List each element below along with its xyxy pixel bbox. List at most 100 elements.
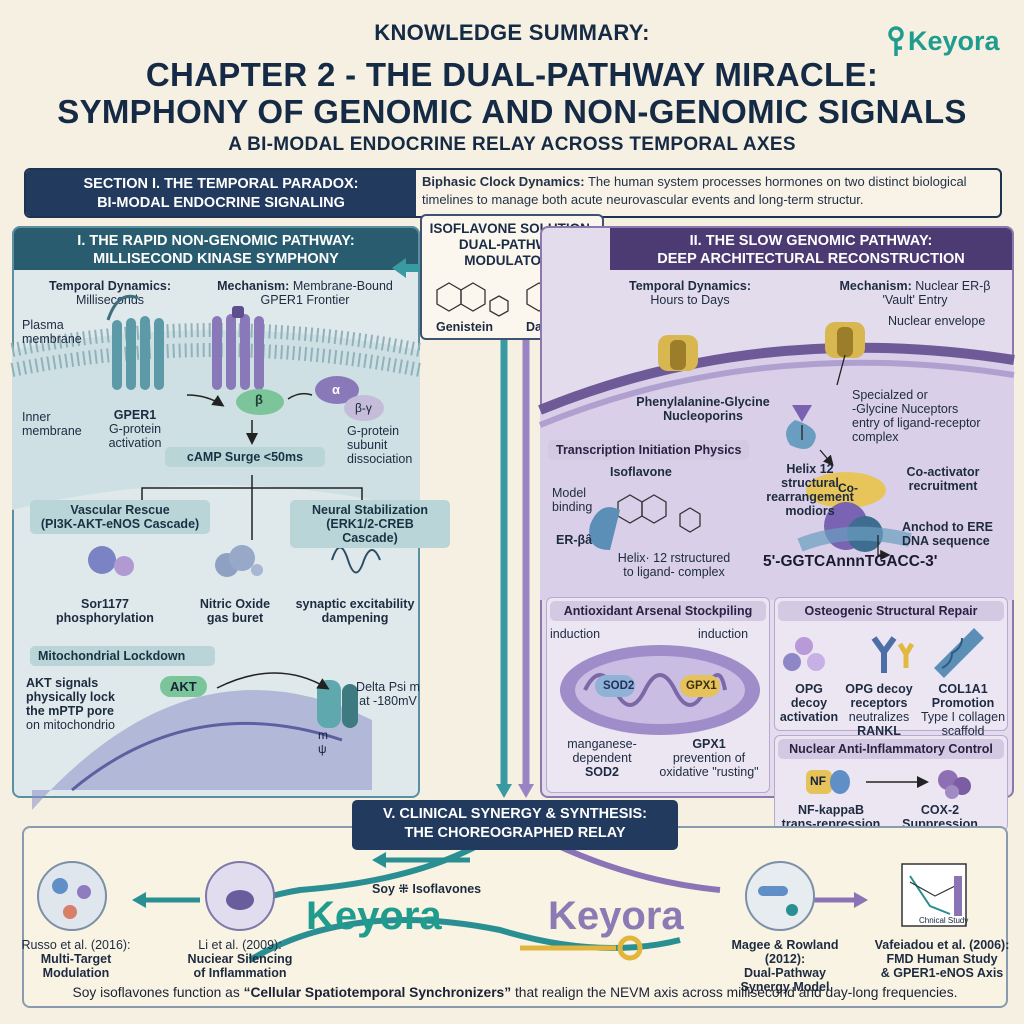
wave-icon [331, 546, 381, 574]
er-beta-label: ER-βâ [556, 533, 593, 547]
induction-label-1: induction [550, 627, 601, 641]
slow-temporal: Temporal Dynamics:Hours to Days [628, 279, 752, 307]
title-line-1: CHAPTER 2 - THE DUAL-PATHWAY MIRACLE: [145, 56, 879, 93]
multi-target-cell-icon [37, 861, 107, 931]
reference-icons [37, 861, 967, 931]
receptor-y-icon [871, 636, 915, 673]
logo-text: Keyora [908, 26, 1000, 56]
gear-icon [88, 546, 134, 576]
vascular-rescue-chip: Vascular Rescue(PI3K-AKT-eNOS Cascade) [30, 500, 210, 534]
title-line-2: SYMPHONY OF GENOMIC AND NON-GENOMIC SIGN… [57, 93, 967, 130]
section1-text-bold: Biphasic Clock Dynamics: [422, 174, 585, 189]
alpha-subunit-label: α [332, 382, 340, 397]
section-temporal-paradox: SECTION I. THE TEMPORAL PARADOX: BI-MODA… [24, 168, 1002, 218]
mito-lockdown-chip: Mitochondrial Lockdown [30, 646, 215, 666]
mitochondrion-icon [560, 645, 760, 735]
synergy-model-icon [745, 861, 815, 931]
clinical-synergy-title: V. CLINICAL SYNERGY & SYNTHESIS:THE CHOR… [352, 800, 678, 850]
ref-vafeiadou: Vafeiadou et al. (2006):FMD Human Study&… [874, 938, 1010, 980]
rapid-title-1: I. THE RAPID NON-GENOMIC PATHWAY: [77, 233, 355, 249]
anti-inflammatory-title: Nuclear Anti-Inflammatory Control [778, 739, 1004, 759]
keyora-logo: Keyora [884, 22, 1014, 62]
antioxidant-title: Antioxidant Arsenal Stockpiling [550, 601, 766, 621]
camp-surge-chip: cAMP Surge <50ms [165, 447, 325, 467]
sod2-chip: SOD2 [603, 680, 635, 692]
nucleus-silencing-icon [205, 861, 275, 931]
cox2-protein-icon [938, 770, 971, 799]
section1-text: Biphasic Clock Dynamics: The human syste… [422, 173, 997, 209]
keyora-logo-teal: Keyora [306, 894, 442, 938]
soy-isoflavones-label: Soy ⁜ Isoflavones [372, 882, 482, 896]
transcription-initiation-chip: Transcription Initiation Physics [548, 440, 750, 460]
psi-label: ψ [318, 742, 327, 756]
membrane-receptor-purple-icon [212, 306, 264, 390]
beta-gamma-label: β-γ [355, 401, 372, 415]
coactivator-chip: Co- [838, 481, 858, 495]
relay-flow-arrows [132, 827, 868, 963]
isoflavone-label: Isoflavone [610, 465, 672, 479]
opg-molecule-icon [783, 637, 825, 671]
slow-pathway-title: II. THE SLOW GENOMIC PATHWAY:DEEP ARCHIT… [610, 228, 1012, 270]
induction-label-2: induction [698, 627, 749, 641]
no-gas-cloud-icon [215, 545, 263, 577]
mptp-pore-icon [317, 680, 358, 728]
rapid-temporal-label: Temporal Dynamics: [48, 279, 172, 293]
section1-title-2: BI-MODAL ENDOCRINE SIGNALING [97, 195, 345, 211]
section1-text-body: The human system processes hormones on t… [422, 174, 967, 207]
rapid-mechanism-value-1: Membrane-Bound [292, 279, 393, 293]
osteogenic-icons [783, 628, 984, 678]
m-label: m [318, 728, 328, 742]
gper1-receptor-icon [106, 294, 164, 390]
nuclear-envelope-label: Nuclear envelope [888, 314, 986, 328]
akt-chip: AKT [160, 676, 207, 697]
keyora-logo-purple: Keyora [548, 894, 684, 938]
rapid-pathway-title: I. THE RAPID NON-GENOMIC PATHWAY: MILLIS… [14, 228, 418, 270]
rapid-mechanism-value-2: GPER1 Frontier [260, 293, 350, 307]
osteogenic-title: Osteogenic Structural Repair [778, 601, 1004, 621]
keyora-mark-icon [888, 26, 904, 56]
nfkb-cox2-icons [806, 770, 971, 799]
nucleoporin-icon [658, 335, 698, 371]
rapid-mechanism-label: Mechanism: [217, 279, 290, 293]
page-title: CHAPTER 2 - THE DUAL-PATHWAY MIRACLE: SY… [0, 56, 1024, 130]
footer-summary: Soy isoflavones function as “Cellular Sp… [72, 985, 958, 1000]
nucleoporin-icon-2 [825, 322, 865, 358]
beta-subunit-label: β [255, 392, 263, 407]
genistein-label: Genistein [436, 320, 493, 334]
collagen-helix-icon [934, 628, 984, 678]
slow-mechanism: Mechanism: Nuclear ER-β 'Vault' Entry [839, 279, 991, 307]
rapid-mechanism: Mechanism: Membrane-Bound GPER1 Frontier [200, 279, 410, 307]
clinical-synergy-panel [22, 826, 1008, 1008]
rapid-title-2: MILLISECOND KINASE SYMPHONY [93, 251, 339, 267]
nf-chip-label: NF [810, 774, 826, 788]
dna-sequence: 5'-GGTCAnnnTGACC-3' [763, 553, 938, 570]
subtitle: A BI-MODAL ENDOCRINE RELAY ACROSS TEMPOR… [228, 134, 796, 155]
clinical-study-chart-icon [901, 863, 967, 927]
clinical-study-label: Chnical Study [919, 916, 969, 925]
kicker: KNOWLEDGE SUMMARY: [374, 20, 650, 45]
transcription-illustration [589, 472, 912, 561]
gpx1-chip: GPX1 [686, 680, 717, 692]
